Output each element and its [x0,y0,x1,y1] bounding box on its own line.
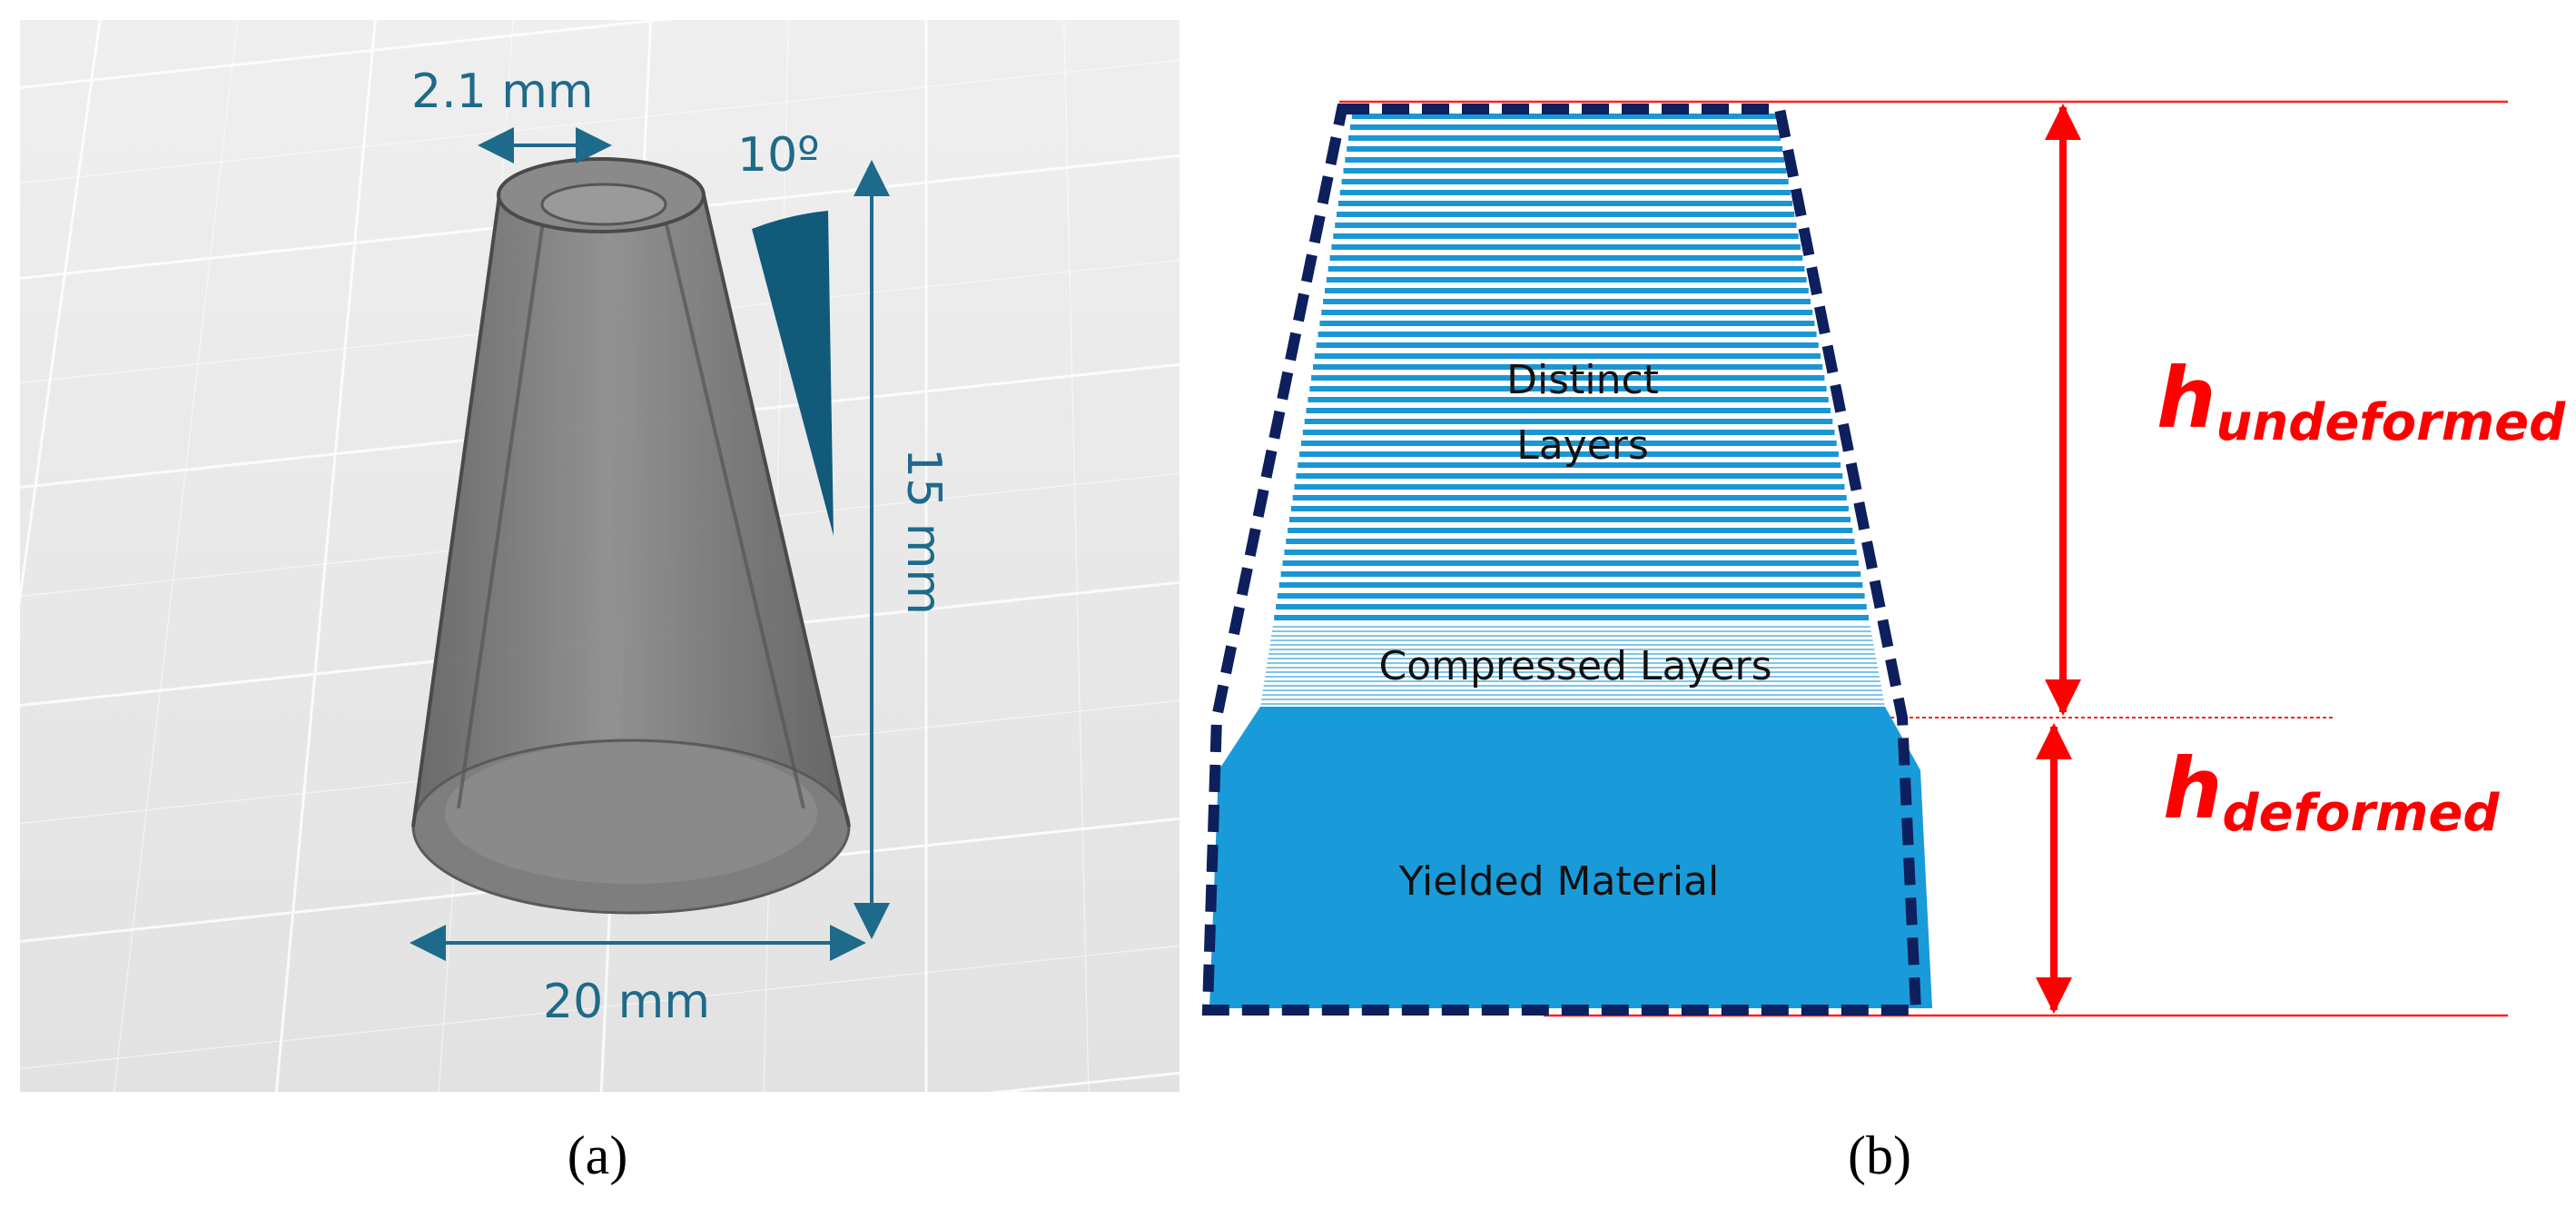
caption-a: (a) [568,1125,628,1185]
h-deformed-label: hdeformed [2163,740,2500,843]
cone-inner-wall-right [661,208,805,809]
yielded-material-label: Yielded Material [1398,858,1720,905]
panel-b: Distinct Layers Compressed Layers Yielde… [1201,100,2566,1185]
layer-stripes [1260,114,1885,705]
top-width-label: 2.1 mm [411,64,594,119]
distinct-layers-label-line1: Distinct [1506,357,1659,403]
yielded-material-region [1209,707,1932,1008]
cone-edge-left [411,194,501,827]
cone-inner-base [445,742,817,884]
distinct-layers-label-line2: Layers [1516,422,1649,469]
angle-label: 10º [737,128,820,183]
h-undeformed-subscript: undeformed [2216,393,2567,452]
h-undeformed-label: hundeformed [2157,350,2566,452]
cone-inner-wall-left [457,208,547,809]
panel-a: 2.1 mm 10º 15 mm 20 mm (a) [20,20,1179,1185]
cone-top-hole [540,183,667,226]
caption-b: (b) [1848,1125,1911,1185]
compressed-layers-label: Compressed Layers [1378,643,1772,689]
h-deformed-subscript: deformed [2223,784,2501,843]
height-label: 15 mm [896,448,951,615]
hollow-cone [411,157,851,915]
h-undeformed-main: h [2157,350,2216,447]
angle-wedge [752,211,834,536]
cone-edge-right [702,194,851,827]
base-width-label: 20 mm [543,975,710,1029]
h-deformed-main: h [2163,740,2223,837]
